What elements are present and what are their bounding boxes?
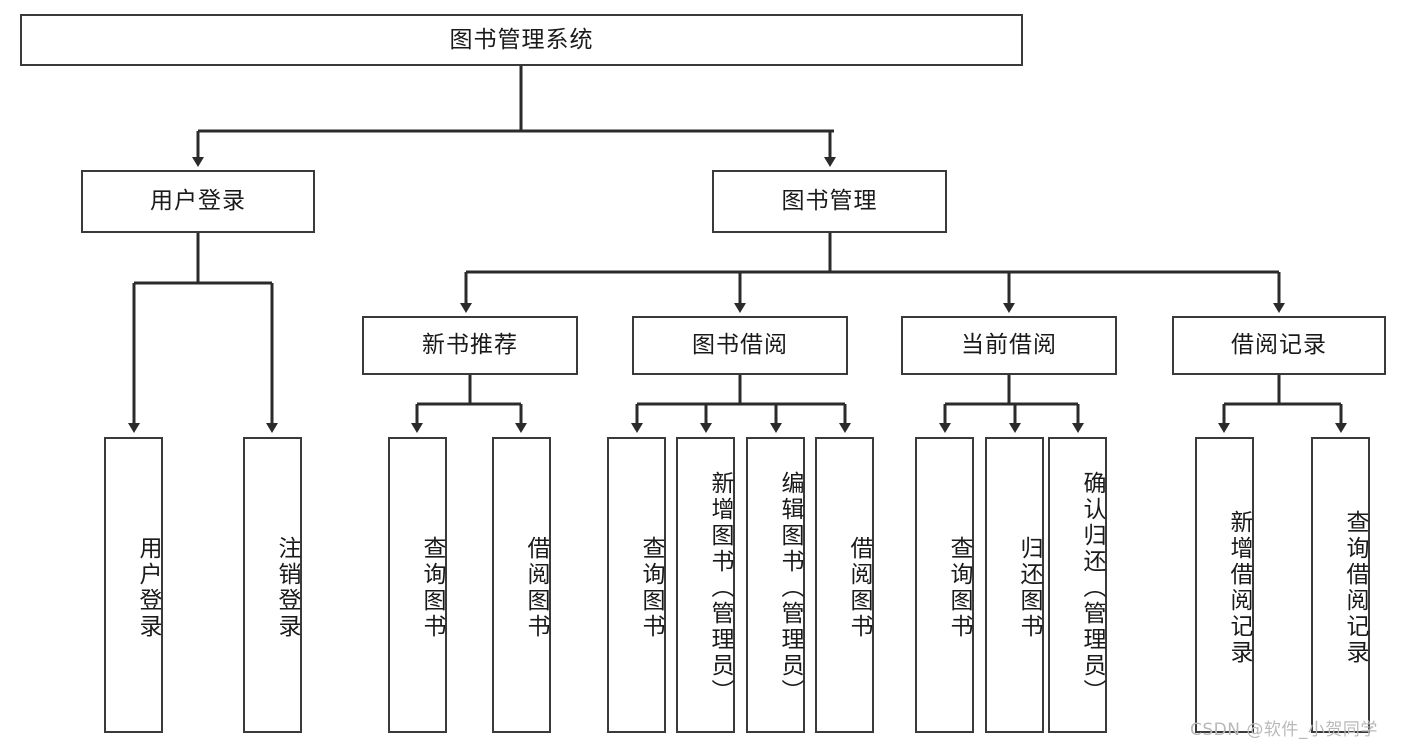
node-label: 图书借阅 [692, 332, 788, 359]
node-label: 新增借阅记录 [1226, 510, 1252, 666]
node-label: 图书管理系统 [449, 26, 594, 53]
node-label: 确认归还（管理员） [1079, 471, 1105, 705]
leaf-return-book[interactable]: 归还图书 [985, 437, 1044, 733]
node-root-system[interactable]: 图书管理系统 [20, 14, 1023, 66]
node-label: 图书管理 [781, 188, 878, 215]
node-label: 新增图书（管理员） [707, 471, 733, 705]
leaf-borrow-book-new[interactable]: 借阅图书 [492, 437, 551, 733]
node-book-borrow[interactable]: 图书借阅 [632, 316, 848, 375]
node-label: 注销登录 [274, 536, 300, 640]
leaf-add-borrow-record[interactable]: 新增借阅记录 [1195, 437, 1254, 733]
node-label: 当前借阅 [961, 332, 1057, 359]
node-label: 新书推荐 [422, 332, 518, 359]
node-label: 借阅图书 [523, 536, 549, 640]
node-label: 查询借阅记录 [1342, 510, 1368, 666]
node-label: 查询图书 [946, 536, 972, 640]
leaf-query-borrow-record[interactable]: 查询借阅记录 [1311, 437, 1370, 733]
node-label: 借阅图书 [846, 536, 872, 640]
leaf-user-login[interactable]: 用户登录 [104, 437, 163, 733]
node-label: 查询图书 [419, 536, 445, 640]
csdn-watermark: CSDN @软件_小贺同学 [1190, 720, 1378, 740]
leaf-borrow-book[interactable]: 借阅图书 [815, 437, 874, 733]
node-label: 编辑图书（管理员） [777, 471, 803, 705]
node-borrow-record[interactable]: 借阅记录 [1172, 316, 1386, 375]
leaf-query-book-borrow[interactable]: 查询图书 [607, 437, 666, 733]
leaf-add-book-admin[interactable]: 新增图书（管理员） [676, 437, 735, 733]
leaf-query-book-new[interactable]: 查询图书 [388, 437, 447, 733]
node-label: 用户登录 [150, 188, 246, 215]
leaf-query-book-current[interactable]: 查询图书 [915, 437, 974, 733]
node-new-book-recommend[interactable]: 新书推荐 [362, 316, 578, 375]
leaf-edit-book-admin[interactable]: 编辑图书（管理员） [746, 437, 805, 733]
node-book-management[interactable]: 图书管理 [712, 170, 947, 233]
node-label: 用户登录 [135, 536, 161, 640]
node-label: 归还图书 [1016, 536, 1042, 640]
node-user-login[interactable]: 用户登录 [81, 170, 315, 233]
node-current-borrow[interactable]: 当前借阅 [901, 316, 1117, 375]
leaf-confirm-return-admin[interactable]: 确认归还（管理员） [1048, 437, 1107, 733]
node-label: 查询图书 [638, 536, 664, 640]
leaf-logout-login[interactable]: 注销登录 [243, 437, 302, 733]
node-label: 借阅记录 [1231, 332, 1327, 359]
